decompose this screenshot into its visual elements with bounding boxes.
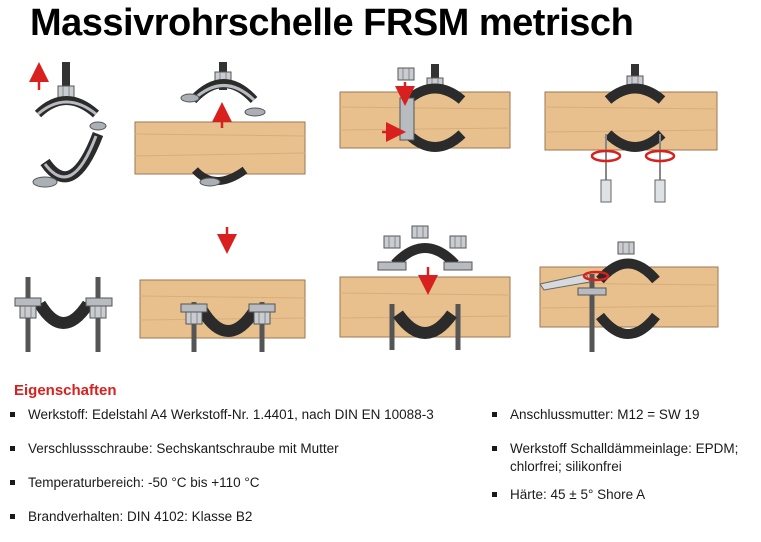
list-item: Härte: 45 ± 5° Shore A — [490, 486, 760, 504]
property-text: Werkstoff: Edelstahl A4 Werkstoff-Nr. 1.… — [28, 407, 434, 422]
properties-list-right: Anschlussmutter: M12 = SW 19 Werkstoff S… — [490, 406, 760, 520]
pipe-clamp-lower-top-step-icon — [339, 225, 511, 350]
property-text: Härte: 45 ± 5° Shore A — [510, 487, 646, 502]
pipe-clamp-place-step-icon — [134, 62, 306, 187]
pipe-clamp-tighten-step-icon — [544, 64, 718, 203]
properties-list-left: Werkstoff: Edelstahl A4 Werkstoff-Nr. 1.… — [8, 406, 478, 542]
list-item: Temperaturbereich: -50 °C bis +110 °C — [8, 474, 478, 492]
pipe-clamp-pipe-on-base-step-icon — [139, 279, 306, 352]
property-text: Anschlussmutter: M12 = SW 19 — [510, 407, 700, 422]
property-text: Brandverhalten: DIN 4102: Klasse B2 — [28, 509, 253, 524]
properties-heading: Eigenschaften — [14, 382, 117, 399]
pipe-clamp-base-step-icon — [14, 277, 113, 352]
list-item: Anschlussmutter: M12 = SW 19 — [490, 406, 760, 424]
pipe-clamp-open-step-icon — [29, 62, 107, 188]
bullet-icon — [492, 446, 497, 451]
bullet-icon — [10, 446, 15, 451]
property-text: Werkstoff Schalldämmeinlage: EPDM; chlor… — [510, 441, 739, 474]
list-item: Brandverhalten: DIN 4102: Klasse B2 — [8, 508, 478, 526]
page-title: Massivrohrschelle FRSM metrisch — [30, 2, 634, 44]
list-item: Werkstoff Schalldämmeinlage: EPDM; chlor… — [490, 440, 760, 476]
bullet-icon — [492, 412, 497, 417]
installation-steps-illustration — [14, 62, 719, 352]
property-text: Temperaturbereich: -50 °C bis +110 °C — [28, 475, 260, 490]
bullet-icon — [10, 412, 15, 417]
bullet-icon — [10, 514, 15, 519]
property-text: Verschlussschraube: Sechskantschraube mi… — [28, 441, 339, 456]
pipe-clamp-insert-screws-step-icon — [339, 64, 511, 152]
list-item: Werkstoff: Edelstahl A4 Werkstoff-Nr. 1.… — [8, 406, 478, 424]
list-item: Verschlussschraube: Sechskantschraube mi… — [8, 440, 478, 458]
pipe-clamp-wrench-step-icon — [539, 241, 719, 352]
bullet-icon — [492, 492, 497, 497]
bullet-icon — [10, 480, 15, 485]
